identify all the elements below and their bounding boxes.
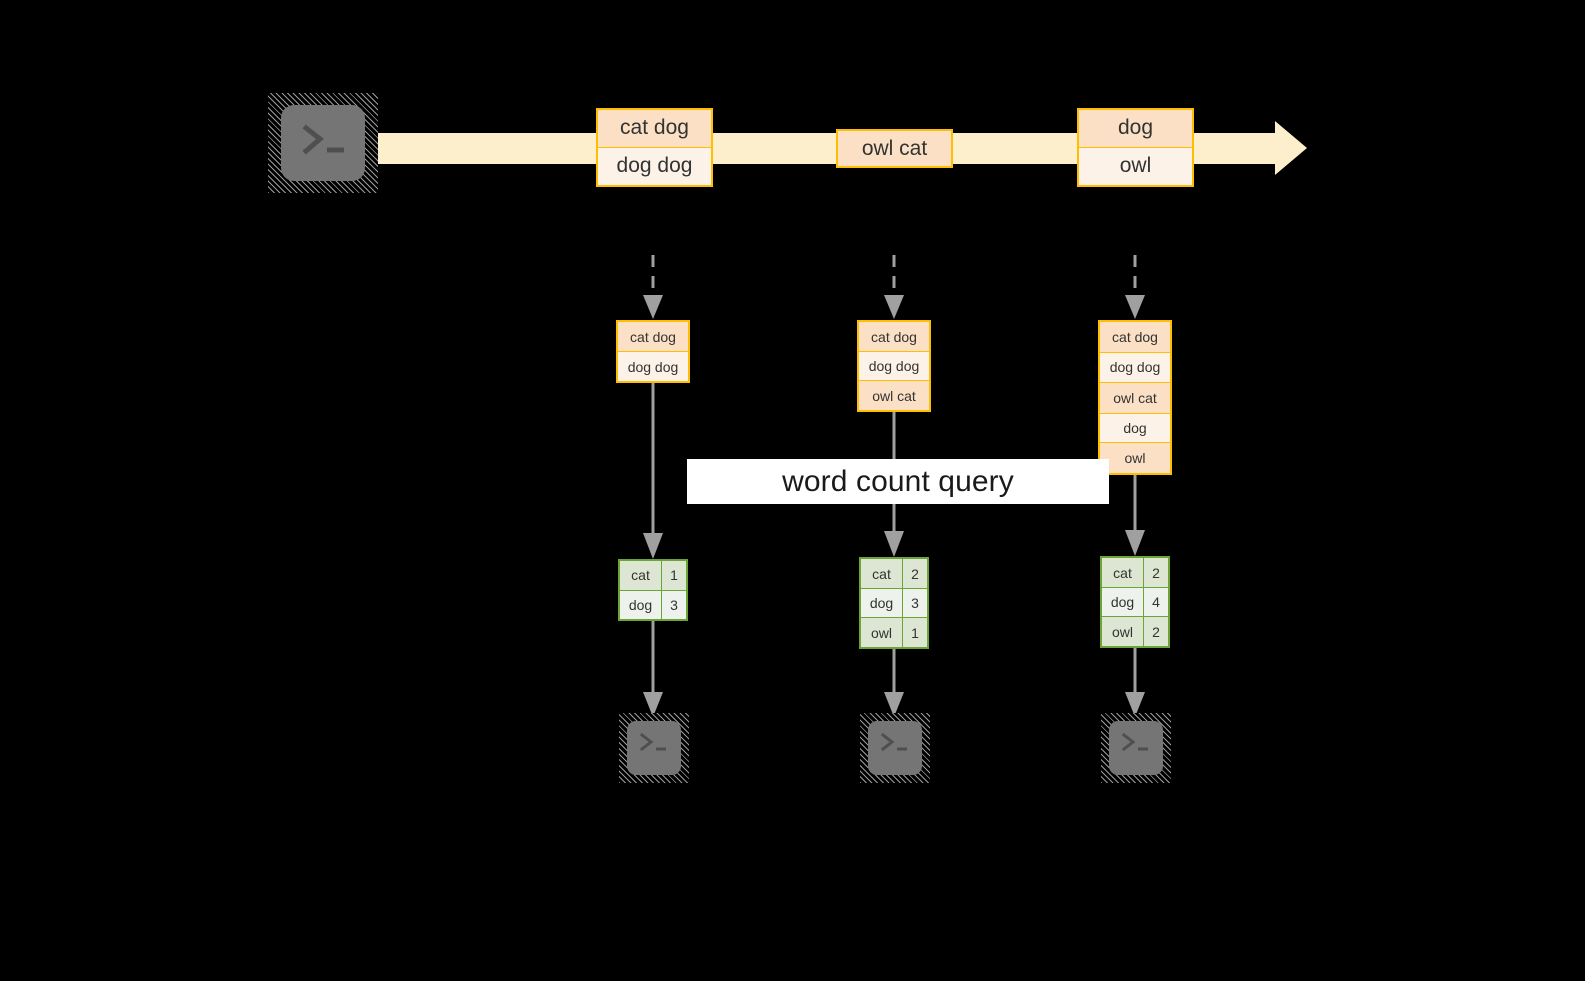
word-cell: cat <box>861 559 903 588</box>
word-cell: cat <box>620 561 662 590</box>
table-row: owl 2 <box>1102 617 1168 646</box>
consumer-terminal-1[interactable] <box>619 713 689 783</box>
word-cell: dog <box>1102 588 1144 616</box>
count-cell: 4 <box>1144 588 1168 616</box>
stream-message: dog <box>1079 110 1192 148</box>
snapshot-3-message-stack: cat dog dog dog owl cat dog owl <box>1098 320 1172 475</box>
consumer-terminal-2[interactable] <box>860 713 930 783</box>
terminal-prompt-icon <box>639 732 666 752</box>
query-label: word count query <box>687 459 1109 504</box>
table-row: dog 3 <box>620 590 686 619</box>
snapshot-message: dog <box>1100 413 1170 444</box>
table-row: dog 3 <box>861 589 927 618</box>
table-row: cat 2 <box>861 559 927 589</box>
connector-counts-3-to-terminal-3 <box>1125 648 1145 717</box>
count-cell: 2 <box>1144 617 1168 646</box>
producer-terminal[interactable] <box>268 93 378 193</box>
table-row: owl 1 <box>861 618 927 647</box>
word-cell: cat <box>1102 558 1144 587</box>
counts-table-2: cat 2 dog 3 owl 1 <box>859 557 929 649</box>
connector-stream-to-snapshot-1 <box>643 255 663 319</box>
count-cell: 2 <box>903 559 927 588</box>
snapshot-message: cat dog <box>618 322 688 352</box>
counts-table-1: cat 1 dog 3 <box>618 559 688 621</box>
count-cell: 1 <box>662 561 686 590</box>
stream-message: cat dog <box>598 110 711 148</box>
word-cell: owl <box>1102 617 1144 646</box>
snapshot-message: cat dog <box>1100 322 1170 353</box>
snapshot-message: owl cat <box>1100 383 1170 414</box>
terminal-body <box>1109 721 1163 775</box>
table-row: cat 1 <box>620 561 686 591</box>
connector-stream-to-snapshot-2 <box>884 255 904 319</box>
stream-group-1: cat dog dog dog <box>596 108 713 187</box>
snapshot-message: owl <box>1100 443 1170 473</box>
stream-message: dog dog <box>598 147 711 185</box>
word-cell: owl <box>861 618 903 647</box>
stream-message: owl <box>1079 147 1192 185</box>
snapshot-2-message-stack: cat dog dog dog owl cat <box>857 320 931 412</box>
counts-table-3: cat 2 dog 4 owl 2 <box>1100 556 1170 648</box>
snapshot-message: dog dog <box>859 352 929 381</box>
table-row: cat 2 <box>1102 558 1168 588</box>
count-cell: 1 <box>903 618 927 647</box>
stream-arrowhead <box>1275 121 1307 175</box>
stream-group-3: dog owl <box>1077 108 1194 187</box>
stream-group-2: owl cat <box>836 129 953 168</box>
snapshot-1-message-stack: cat dog dog dog <box>616 320 690 383</box>
connector-snapshot-1-to-counts-1 <box>643 383 663 559</box>
connector-counts-2-to-terminal-2 <box>884 649 904 717</box>
terminal-prompt-icon <box>880 732 907 752</box>
terminal-body <box>868 721 922 775</box>
connector-counts-1-to-terminal-1 <box>643 621 663 717</box>
stream-message: owl cat <box>838 131 951 166</box>
count-cell: 3 <box>662 590 686 619</box>
terminal-body <box>627 721 681 775</box>
consumer-terminal-3[interactable] <box>1101 713 1171 783</box>
count-cell: 2 <box>1144 558 1168 587</box>
snapshot-message: owl cat <box>859 381 929 410</box>
table-row: dog 4 <box>1102 588 1168 617</box>
connector-stream-to-snapshot-3 <box>1125 255 1145 319</box>
terminal-prompt-icon <box>302 124 344 155</box>
snapshot-message: dog dog <box>1100 352 1170 384</box>
snapshot-message: cat dog <box>859 322 929 352</box>
connector-snapshot-3-to-counts-3 <box>1125 475 1145 556</box>
terminal-body <box>281 105 365 181</box>
count-cell: 3 <box>903 589 927 617</box>
word-cell: dog <box>620 590 662 619</box>
snapshot-message: dog dog <box>618 352 688 381</box>
terminal-prompt-icon <box>1121 732 1148 752</box>
word-cell: dog <box>861 589 903 617</box>
